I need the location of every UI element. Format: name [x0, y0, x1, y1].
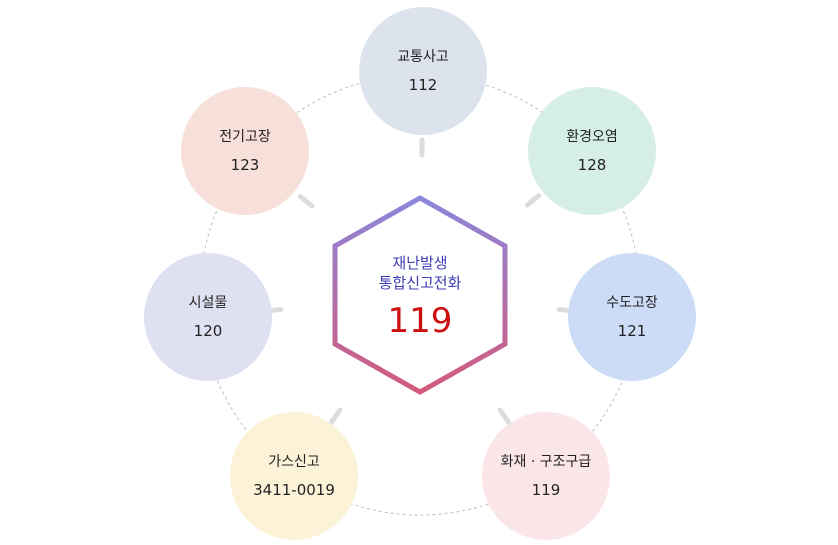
- node-label: 환경오염: [566, 129, 618, 145]
- node-number: 128: [577, 156, 607, 174]
- node-number: 119: [531, 481, 561, 499]
- node-water-failure[interactable]: 수도고장 121: [568, 253, 696, 381]
- connector-dash: [497, 407, 512, 425]
- node-electrical-failure[interactable]: 전기고장 123: [181, 87, 309, 215]
- node-number: 112: [408, 76, 438, 94]
- node-label: 화재 · 구조구급: [500, 454, 592, 470]
- center-title-line1: 재난발생: [392, 254, 448, 272]
- node-label: 수도고장: [606, 295, 658, 311]
- node-fire-rescue[interactable]: 화재 · 구조구급 119: [482, 412, 610, 540]
- node-environmental-pollution[interactable]: 환경오염 128: [528, 87, 656, 215]
- node-facilities[interactable]: 시설물 120: [144, 253, 272, 381]
- node-label: 교통사고: [397, 49, 449, 65]
- node-number: 121: [617, 322, 647, 340]
- node-label: 전기고장: [219, 129, 271, 145]
- node-number: 120: [193, 322, 223, 340]
- connector-dash: [297, 194, 315, 209]
- node-number: 3411-0019: [253, 481, 335, 499]
- node-traffic-accident[interactable]: 교통사고 112: [359, 7, 487, 135]
- node-gas-report[interactable]: 가스신고 3411-0019: [230, 412, 358, 540]
- connector-lines: [263, 137, 577, 425]
- connector-dash: [524, 192, 542, 208]
- connector-dash: [328, 407, 343, 425]
- center-title-line2: 통합신고전화: [378, 274, 462, 292]
- center-text: 재난발생 통합신고전화 119: [334, 253, 506, 341]
- node-label: 가스신고: [268, 454, 320, 470]
- node-label: 시설물: [188, 295, 228, 311]
- center-emergency-number: 119: [387, 301, 453, 341]
- center-hexagon: [332, 195, 508, 395]
- node-number: 123: [230, 156, 260, 174]
